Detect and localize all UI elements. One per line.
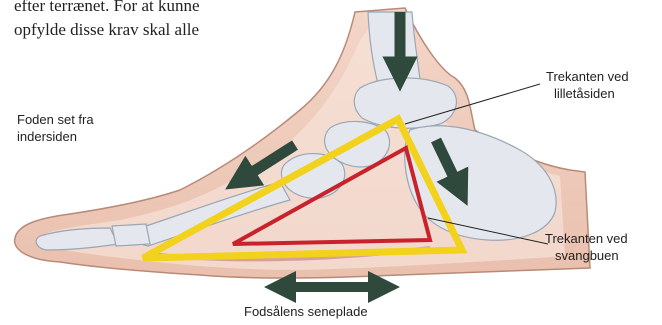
plantar-fascia-label: Fodsålens seneplade xyxy=(244,303,368,320)
body-text-line-2: opfylde disse krav skal alle xyxy=(14,18,200,42)
arch-triangle-label: Trekanten ved svangbuen xyxy=(545,230,628,264)
body-text-line-1: efter terrænet. For at kunne xyxy=(14,0,200,18)
body-text: efter terrænet. For at kunne opfylde dis… xyxy=(14,0,200,42)
lateral-triangle-label: Trekanten ved lilletåsiden xyxy=(546,68,629,102)
foot-view-label: Foden set fra indersiden xyxy=(17,111,94,145)
